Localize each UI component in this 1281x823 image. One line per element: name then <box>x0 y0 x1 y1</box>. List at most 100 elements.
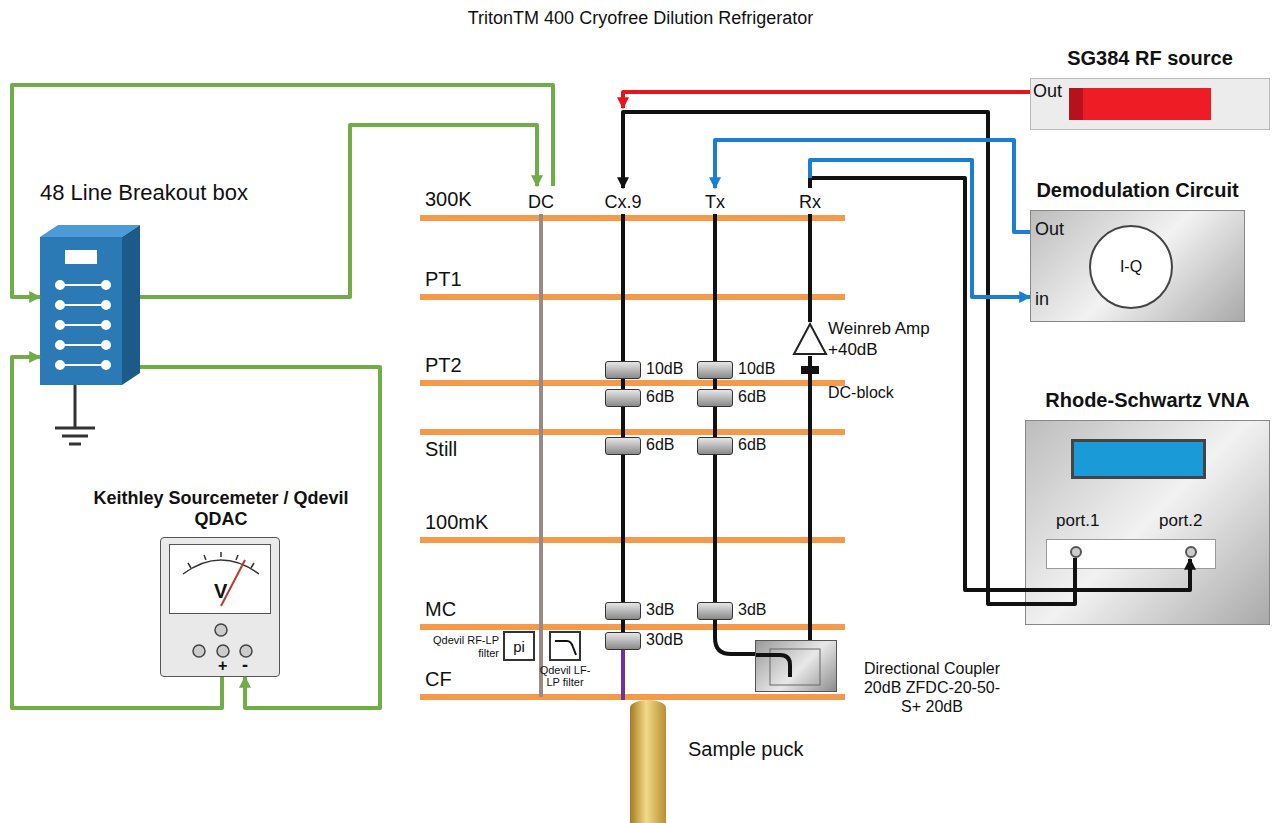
decor-shape <box>420 380 845 386</box>
sample-puck: Sample puck <box>630 700 666 823</box>
node-label: 10dB <box>738 360 775 378</box>
decor-shape <box>623 112 1075 604</box>
node-label: 6dB <box>738 436 766 454</box>
breakout-box: 48 Line Breakout box <box>40 225 140 385</box>
lf-filter: Qdevil LF-LP filter <box>549 631 581 661</box>
coax-line <box>621 650 625 700</box>
decor-shape <box>122 225 140 385</box>
node-label: 3dB <box>646 601 674 619</box>
node-sublabel: + <box>218 657 227 675</box>
node-label: 10dB <box>646 360 683 378</box>
node-sublabel: pi <box>505 638 533 655</box>
node-sublabel: port.2 <box>1159 511 1202 531</box>
node-label: Qdevil LF-LP filter <box>535 664 595 688</box>
decor-shape <box>56 281 64 289</box>
decor-shape <box>551 633 579 659</box>
attenuator: 6dB <box>697 437 733 455</box>
node-label: 3dB <box>738 601 766 619</box>
decor-shape <box>420 215 845 221</box>
coax-line <box>621 407 625 437</box>
stage-label: Still <box>425 438 457 461</box>
attenuator: 6dB <box>605 389 641 407</box>
decor-shape <box>715 140 1030 232</box>
stage-label: PT2 <box>425 354 462 377</box>
decor-shape <box>40 225 140 385</box>
node-label: Qdevil RF-LP filter <box>423 634 499 660</box>
decor-shape <box>623 214 810 361</box>
node-label: 6dB <box>646 436 674 454</box>
decor-shape <box>60 304 106 306</box>
decor-shape <box>792 322 828 356</box>
decor-shape <box>756 655 790 677</box>
decor-shape <box>794 324 826 354</box>
decor-shape <box>102 301 110 309</box>
rf-filter: Qdevil RF-LP filterpi <box>503 631 535 661</box>
decor-shape <box>12 356 810 708</box>
attenuator: 3dB <box>605 602 641 620</box>
node-sublabel: - <box>242 655 248 675</box>
decor-shape <box>56 361 64 369</box>
stage-label: PT1 <box>425 268 462 291</box>
decor-shape <box>102 361 110 369</box>
node-label: Demodulation Circuit <box>1011 179 1264 202</box>
diagram-title: TritonTM 400 Cryofree Dilution Refrigera… <box>0 8 1281 29</box>
decor-shape <box>60 324 106 326</box>
sourcemeter: Keithley Sourcemeter / Qdevil QDACV+- <box>160 537 280 677</box>
decor-shape <box>756 641 838 693</box>
decor-shape <box>56 341 64 349</box>
coax-line <box>713 407 717 437</box>
decor-shape <box>555 641 576 655</box>
decor-shape <box>12 85 553 297</box>
decor-shape <box>420 624 845 630</box>
coax-line <box>715 620 755 654</box>
decor-shape <box>56 321 64 329</box>
node-sublabel: port.1 <box>1056 511 1099 531</box>
decor-shape <box>1070 546 1082 558</box>
decor-shape <box>1071 439 1206 479</box>
decor-shape <box>1069 88 1083 120</box>
attenuator: 6dB <box>605 437 641 455</box>
decor-shape <box>193 645 205 657</box>
part-label: DC-block <box>828 384 894 402</box>
attenuator: 10dB <box>697 361 733 379</box>
node-label: 30dB <box>646 631 683 649</box>
stage-label: CF <box>425 668 452 691</box>
node-sublabel: Out <box>1033 81 1062 102</box>
amplifier: Weinreb Amp +40dB <box>792 322 828 356</box>
node-label: 6dB <box>646 388 674 406</box>
node-label: Keithley Sourcemeter / Qdevil QDAC <box>91 488 351 530</box>
attenuator: 3dB <box>697 602 733 620</box>
node-sublabel: in <box>1035 289 1049 310</box>
coax-line <box>621 620 625 632</box>
stage-label: 100mK <box>425 511 488 534</box>
decor-shape <box>420 537 845 543</box>
decor-shape <box>623 92 1030 108</box>
decor-shape <box>217 645 229 657</box>
coax-line <box>621 379 625 389</box>
decor-shape <box>810 178 1190 590</box>
node-label: Rhode-Schwartz VNA <box>1006 389 1281 412</box>
decor-shape <box>215 624 227 636</box>
line-label: DC <box>526 192 556 213</box>
dc-wire <box>12 357 222 708</box>
decor-shape <box>56 281 110 369</box>
node-label: Directional Coupler 20dB ZFDC-20-50-S+ 2… <box>862 659 1002 716</box>
node-sublabel: Out <box>1035 219 1064 240</box>
node-label: Weinreb Amp +40dB <box>828 318 943 360</box>
node-label: 6dB <box>738 388 766 406</box>
coax-line <box>713 379 717 389</box>
decor-shape <box>102 281 110 289</box>
coax-line <box>621 455 625 602</box>
decor-shape <box>810 160 1030 297</box>
node-label: 48 Line Breakout box <box>40 180 248 206</box>
demod-circuit: Demodulation CircuitOutinI-Q <box>1030 210 1245 322</box>
rf-source: SG384 RF sourceOut <box>1030 78 1270 130</box>
line-label: Rx <box>797 192 823 213</box>
decor-shape <box>60 344 106 346</box>
node-label: Sample puck <box>688 738 804 761</box>
decor-shape <box>420 429 845 435</box>
decor-shape <box>12 85 1190 604</box>
vna: Rhode-Schwartz VNAport.1port.2 <box>1025 420 1270 625</box>
attenuator: 30dB <box>605 632 641 650</box>
iq-circle: I-Q <box>1089 225 1173 309</box>
